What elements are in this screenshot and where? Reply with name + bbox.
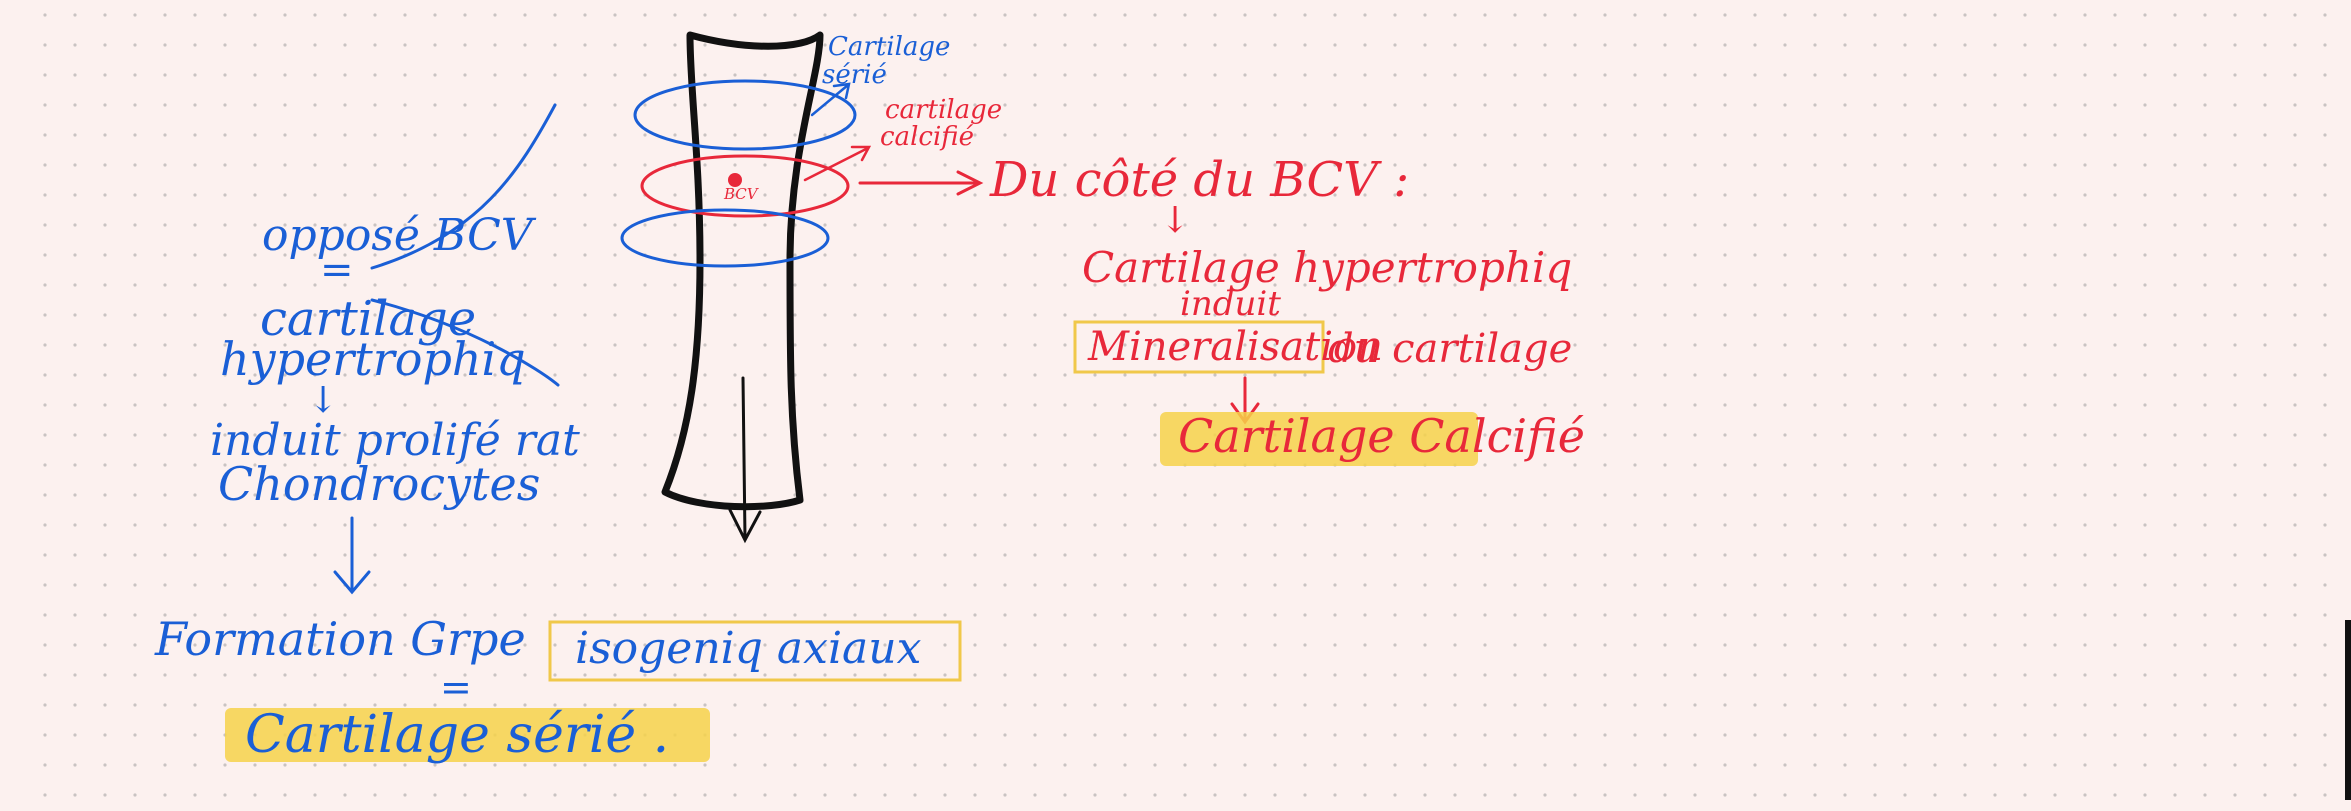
left-formation-prefix: Formation Grpe xyxy=(154,612,526,666)
dot-grid xyxy=(20,0,2330,811)
label-cartilage-serie-2: sérié xyxy=(822,60,887,90)
left-equals2: = xyxy=(440,665,472,709)
label-cartilage-serie-1: Cartilage xyxy=(828,32,950,62)
left-line5: Chondrocytes xyxy=(218,457,540,511)
edge-mark xyxy=(2345,620,2351,800)
right-line2: induit xyxy=(1180,284,1281,324)
right-title: Du côté du BCV : xyxy=(989,152,1409,208)
label-cartilage-calcifie-2: calcifié xyxy=(880,122,974,152)
right-line3-rest: du cartilage xyxy=(1328,326,1572,372)
right-line1: Cartilage hypertrophiq xyxy=(1082,243,1572,292)
right-highlight: Cartilage Calcifié xyxy=(1178,409,1585,463)
right-arrow-small: ↓ xyxy=(1160,200,1190,241)
left-formation-boxed: isogeniq axiaux xyxy=(575,623,922,674)
left-highlight: Cartilage sérié . xyxy=(245,705,669,765)
left-line1: opposé BCV xyxy=(262,210,537,261)
bcv-label: BCV xyxy=(723,185,760,203)
label-cartilage-calcifie-1: cartilage xyxy=(885,95,1002,125)
left-equals1: = xyxy=(320,247,354,293)
